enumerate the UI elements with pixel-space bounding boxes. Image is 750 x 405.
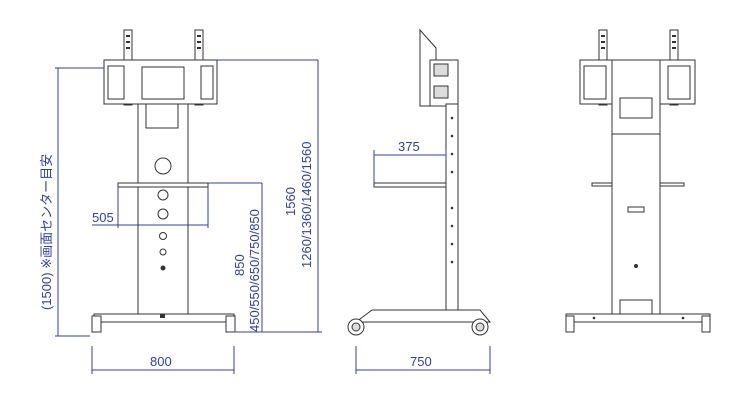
side-base <box>354 309 492 323</box>
dim-shelf-height-max-label: 850 <box>232 254 247 276</box>
back-shelf-right <box>659 182 685 187</box>
back-upper-panel <box>619 97 653 119</box>
dim-screen-center-label: (1500) ※画面センター目安 <box>39 154 54 310</box>
back-handle <box>627 206 645 213</box>
back-foot-plate <box>619 299 653 315</box>
dim-total-height-label: 1560 <box>283 187 298 216</box>
front-head-window <box>141 66 185 100</box>
back-rail-holes <box>601 35 676 49</box>
dim-side-base-depth-label: 750 <box>410 354 432 369</box>
front-dimensions: (1500) ※画面センター目安 505 850 450/550/650/750… <box>39 59 322 374</box>
side-view <box>347 28 492 336</box>
back-left-arm <box>583 65 607 100</box>
front-cable-hole-1 <box>154 157 172 175</box>
dim-shelf-height-steps-label: 450/550/650/750/850 <box>247 209 262 332</box>
front-left-arm <box>107 65 125 100</box>
back-base <box>565 313 711 323</box>
front-shelf <box>117 182 209 188</box>
front-view <box>91 29 236 333</box>
side-bracket-slot-1 <box>433 63 449 77</box>
back-left-foot <box>565 315 575 333</box>
front-bolt <box>160 265 166 271</box>
side-dimensions: 375 750 <box>355 139 491 374</box>
dim-shelf-depth-label: 505 <box>92 210 114 225</box>
front-cable-hole-2 <box>157 189 169 201</box>
back-bolt <box>634 264 638 268</box>
back-column <box>611 133 661 315</box>
front-rail-holes <box>126 35 201 49</box>
front-right-foot <box>225 315 236 333</box>
side-bracket-slot-2 <box>433 85 449 99</box>
back-right-arm <box>667 65 691 100</box>
back-right-foot <box>701 315 711 333</box>
front-cable-hole-4 <box>159 232 167 240</box>
front-right-arm <box>200 65 214 100</box>
front-column-upper-panel <box>145 103 179 129</box>
front-cable-hole-3 <box>157 208 169 220</box>
front-left-foot <box>91 315 102 333</box>
side-column-holes <box>450 116 454 264</box>
front-cable-hole-5 <box>159 248 167 256</box>
dim-base-width-label: 800 <box>150 354 172 369</box>
dim-total-height-steps-label: 1260/1360/1460/1560 <box>299 141 314 268</box>
dim-side-shelf-width-label: 375 <box>398 139 420 154</box>
back-shelf-left <box>591 182 613 187</box>
side-shelf <box>373 182 447 188</box>
back-upper-column <box>611 59 661 135</box>
back-view <box>565 29 711 333</box>
front-base-clip <box>160 314 165 318</box>
